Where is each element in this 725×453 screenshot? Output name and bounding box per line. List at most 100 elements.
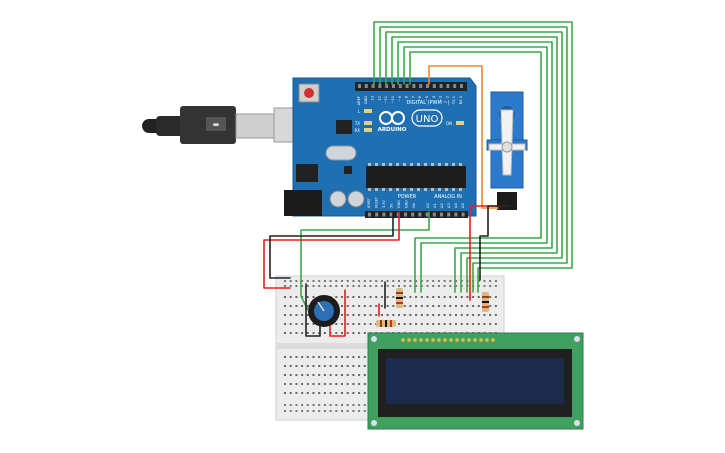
breadboard-hole[interactable] [341, 374, 343, 376]
breadboard-hole[interactable] [323, 392, 326, 394]
breadboard-hole[interactable] [346, 383, 349, 385]
breadboard-hole[interactable] [432, 323, 435, 325]
breadboard-hole[interactable] [375, 314, 378, 316]
breadboard-hole[interactable] [289, 314, 292, 316]
breadboard-hole[interactable] [295, 365, 298, 367]
breadboard-hole[interactable] [306, 332, 309, 334]
breadboard-hole[interactable] [386, 280, 389, 282]
breadboard-hole[interactable] [318, 356, 321, 358]
breadboard-hole[interactable] [415, 323, 418, 325]
breadboard-hole[interactable] [477, 305, 480, 307]
breadboard-hole[interactable] [289, 365, 292, 367]
digital-pin-hole[interactable] [412, 84, 416, 88]
breadboard-hole[interactable] [420, 314, 423, 316]
breadboard-hole[interactable] [329, 365, 332, 367]
breadboard-hole[interactable] [295, 374, 298, 376]
breadboard-hole[interactable] [289, 332, 292, 334]
breadboard-hole[interactable] [329, 374, 332, 376]
breadboard-hole[interactable] [284, 305, 286, 307]
breadboard-hole[interactable] [363, 365, 366, 367]
header-pin-hole[interactable] [411, 212, 415, 217]
breadboard-hole[interactable] [403, 280, 406, 282]
breadboard-hole[interactable] [483, 323, 486, 325]
breadboard-hole[interactable] [358, 280, 361, 282]
breadboard-hole[interactable] [403, 323, 406, 325]
breadboard-hole[interactable] [466, 323, 469, 325]
breadboard-hole[interactable] [312, 280, 315, 282]
breadboard-hole[interactable] [489, 296, 492, 298]
breadboard-hole[interactable] [312, 404, 315, 406]
breadboard-hole[interactable] [295, 404, 298, 406]
breadboard-hole[interactable] [295, 285, 298, 287]
breadboard-hole[interactable] [301, 332, 304, 334]
breadboard-hole[interactable] [460, 305, 463, 307]
breadboard-hole[interactable] [284, 296, 286, 298]
breadboard-hole[interactable] [369, 280, 372, 282]
breadboard-hole[interactable] [380, 280, 383, 282]
breadboard-hole[interactable] [341, 356, 343, 358]
breadboard-hole[interactable] [409, 285, 412, 287]
breadboard-hole[interactable] [301, 305, 304, 307]
breadboard-hole[interactable] [420, 323, 423, 325]
breadboard-hole[interactable] [301, 285, 304, 287]
breadboard-hole[interactable] [375, 305, 378, 307]
breadboard-hole[interactable] [284, 314, 286, 316]
breadboard-hole[interactable] [306, 383, 309, 385]
breadboard-hole[interactable] [295, 332, 298, 334]
breadboard-hole[interactable] [301, 374, 304, 376]
breadboard-hole[interactable] [386, 314, 389, 316]
breadboard-hole[interactable] [352, 332, 355, 334]
breadboard-hole[interactable] [312, 383, 315, 385]
breadboard-hole[interactable] [483, 285, 486, 287]
breadboard-hole[interactable] [494, 305, 497, 307]
digital-pin-hole[interactable] [439, 84, 443, 88]
breadboard-hole[interactable] [489, 323, 492, 325]
breadboard-hole[interactable] [295, 356, 298, 358]
breadboard-hole[interactable] [415, 280, 418, 282]
breadboard-hole[interactable] [312, 356, 315, 358]
digital-pin-hole[interactable] [398, 84, 402, 88]
breadboard-hole[interactable] [301, 365, 304, 367]
breadboard-hole[interactable] [437, 314, 440, 316]
breadboard-hole[interactable] [323, 404, 326, 406]
breadboard-hole[interactable] [318, 392, 321, 394]
breadboard-hole[interactable] [329, 383, 332, 385]
breadboard-hole[interactable] [306, 280, 309, 282]
digital-pin-hole[interactable] [432, 84, 436, 88]
breadboard-hole[interactable] [472, 305, 475, 307]
breadboard-hole[interactable] [437, 280, 440, 282]
breadboard-hole[interactable] [352, 374, 355, 376]
breadboard-hole[interactable] [460, 296, 463, 298]
breadboard-hole[interactable] [318, 280, 321, 282]
breadboard-hole[interactable] [455, 280, 457, 282]
breadboard-hole[interactable] [426, 323, 429, 325]
breadboard-hole[interactable] [289, 410, 292, 412]
breadboard-hole[interactable] [443, 314, 446, 316]
breadboard-hole[interactable] [358, 392, 361, 394]
breadboard-hole[interactable] [346, 392, 349, 394]
breadboard-hole[interactable] [380, 314, 383, 316]
breadboard-hole[interactable] [295, 314, 298, 316]
breadboard-hole[interactable] [358, 356, 361, 358]
breadboard-hole[interactable] [403, 296, 406, 298]
breadboard-hole[interactable] [352, 356, 355, 358]
breadboard-hole[interactable] [437, 285, 440, 287]
breadboard-hole[interactable] [301, 356, 304, 358]
header-pin-hole[interactable] [447, 212, 451, 217]
breadboard-hole[interactable] [472, 296, 475, 298]
breadboard-hole[interactable] [306, 323, 309, 325]
breadboard-hole[interactable] [386, 296, 389, 298]
breadboard-hole[interactable] [312, 374, 315, 376]
breadboard-hole[interactable] [437, 305, 440, 307]
breadboard-hole[interactable] [289, 404, 292, 406]
breadboard-hole[interactable] [489, 285, 492, 287]
breadboard-hole[interactable] [284, 404, 286, 406]
breadboard-hole[interactable] [466, 314, 469, 316]
breadboard-hole[interactable] [426, 296, 429, 298]
breadboard-hole[interactable] [295, 280, 298, 282]
breadboard-hole[interactable] [312, 285, 315, 287]
breadboard-hole[interactable] [369, 285, 372, 287]
breadboard-hole[interactable] [455, 323, 457, 325]
header-pin-hole[interactable] [389, 212, 393, 217]
breadboard-hole[interactable] [306, 392, 309, 394]
